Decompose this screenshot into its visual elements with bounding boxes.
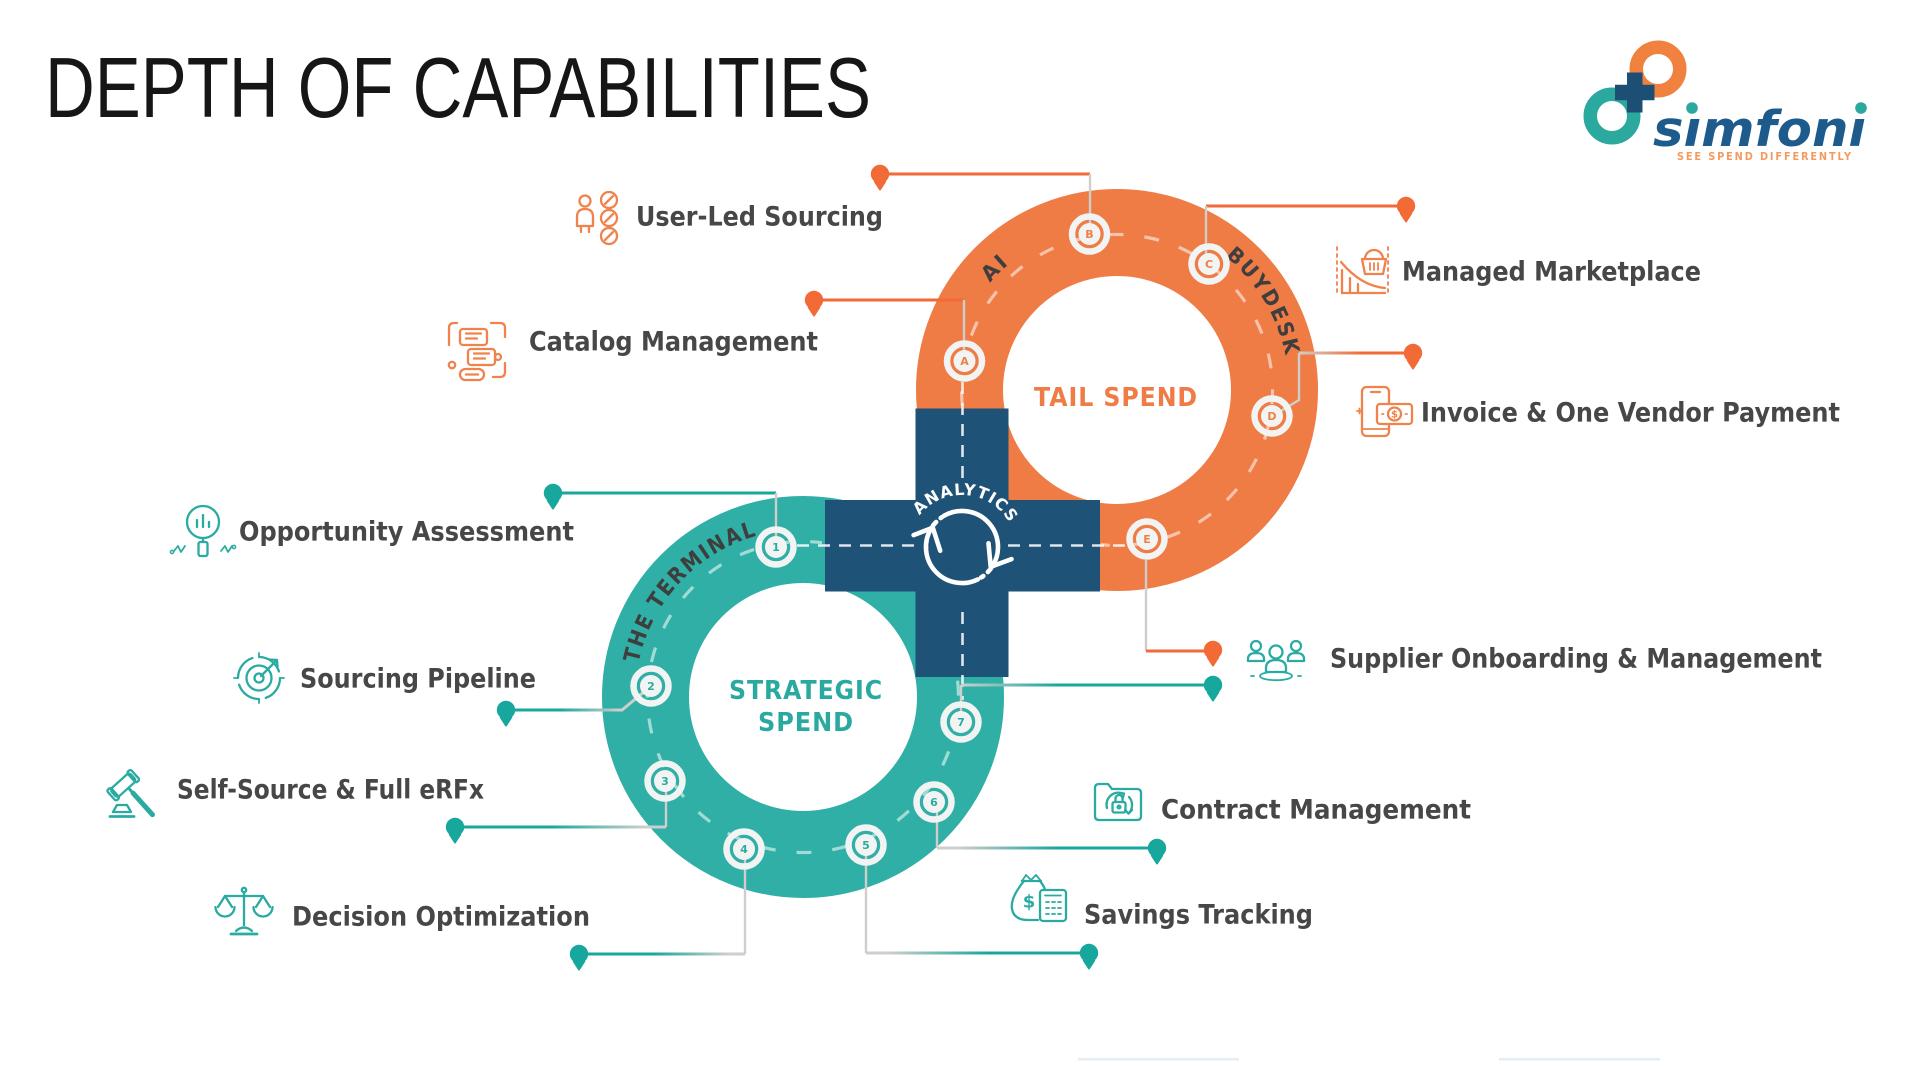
label-supplier-onboarding: Supplier Onboarding & Management [1330,644,1822,675]
wordmark-i-dot-1 [1686,102,1698,114]
node-letter-d: D [1267,410,1276,423]
savings-tracking-icon: $ [1010,874,1068,923]
pin-opportunity-assessment [543,483,563,510]
node-3: 3 [644,760,686,802]
node-c: C [1188,243,1230,285]
callout-pins [445,164,1423,971]
callout-lines [455,172,1413,956]
node-7: 7 [940,701,982,743]
pin-catalog-management [804,290,824,317]
node-letter-c: C [1205,258,1213,271]
simfoni-logo-plus [1615,72,1655,113]
callout-invoice-v [1275,353,1301,416]
bottom-divider-right [1499,1058,1660,1061]
strategic-spend-label-line2: SPEND [758,708,854,738]
node-b: B [1068,213,1111,255]
user-led-sourcing-icon [575,190,619,246]
node-d: D [1251,395,1293,437]
invoice-payment-icon: $ [1356,385,1414,438]
pin-invoice-payment [1403,343,1423,370]
page-title: DEPTH OF CAPABILITIES [45,41,871,136]
contract-management-icon [1093,782,1143,822]
node-number-2: 2 [647,680,655,693]
node-4: 4 [723,828,765,870]
node-1: 1 [755,526,797,568]
node-number-7: 7 [957,716,965,729]
sourcing-pipeline-icon [233,652,285,704]
label-decision-optimization: Decision Optimization [292,902,590,933]
label-managed-marketplace: Managed Marketplace [1402,257,1701,288]
decision-optimization-icon [214,886,274,936]
capability-icons: $ [106,190,1414,936]
svg-text:$: $ [1391,410,1398,421]
ring-nodes: A B C D E 1 2 3 [630,213,1293,870]
label-savings-tracking: Savings Tracking [1084,900,1313,931]
infinity-loop-diagram: TAIL SPEND STRATEGIC SPEND THE TERMINAL … [602,189,1318,898]
simfoni-logo: simfoni SEE SPEND DIFFERENTLY [1583,40,1871,163]
simfoni-logo-mark [1583,40,1687,145]
node-number-3: 3 [661,775,669,788]
pin-self-source [445,817,465,844]
label-catalog-management: Catalog Management [529,327,818,358]
node-number-6: 6 [930,796,938,809]
node-number-5: 5 [862,839,870,852]
node-letter-e: E [1143,533,1151,546]
node-2: 2 [630,665,672,707]
capability-labels: User-Led Sourcing Catalog Management Man… [177,202,1840,933]
pin-decision-optimization [569,944,589,971]
opportunity-assessment-icon [169,504,237,558]
label-sourcing-pipeline: Sourcing Pipeline [300,664,536,695]
node-letter-a: A [960,355,969,368]
analytics-cycle-icon [911,508,1014,586]
pin-managed-marketplace [1396,196,1416,223]
wordmark-i-dot-2 [1855,102,1867,114]
pin-contract-management [1147,838,1167,865]
bottom-divider-left [1078,1058,1239,1061]
pin-supplier-onboarding-teal [1203,675,1223,702]
label-invoice-payment: Invoice & One Vendor Payment [1421,398,1840,429]
node-letter-b: B [1085,228,1093,241]
strategic-ring-dashed-track [645,539,960,855]
supplier-onboarding-icon [1246,639,1306,682]
strategic-spend-label-line1: STRATEGIC [729,676,883,706]
label-self-source: Self-Source & Full eRFx [177,775,484,806]
tail-ring-dashed-track [959,232,1275,548]
simfoni-tagline: SEE SPEND DIFFERENTLY [1677,151,1853,163]
self-source-icon [106,768,155,818]
managed-marketplace-icon [1336,246,1389,295]
tail-spend-label: TAIL SPEND [1034,383,1198,413]
pin-savings-tracking [1079,943,1099,970]
node-5: 5 [845,824,887,866]
pin-user-led-sourcing [870,164,890,191]
label-contract-management: Contract Management [1161,795,1471,826]
catalog-management-icon [447,321,507,382]
node-a: A [943,340,986,382]
node-number-1: 1 [772,541,780,554]
svg-text:$: $ [1023,891,1036,912]
callout-sourcing-h [506,684,652,712]
node-number-4: 4 [740,843,748,856]
pin-supplier-onboarding-orange [1203,640,1223,667]
label-opportunity-assessment: Opportunity Assessment [239,517,574,548]
label-user-led-sourcing: User-Led Sourcing [636,202,883,233]
pin-sourcing-pipeline [496,700,516,727]
tail-spend-ring [916,189,1318,591]
node-6: 6 [913,781,955,823]
node-e: E [1126,518,1168,560]
